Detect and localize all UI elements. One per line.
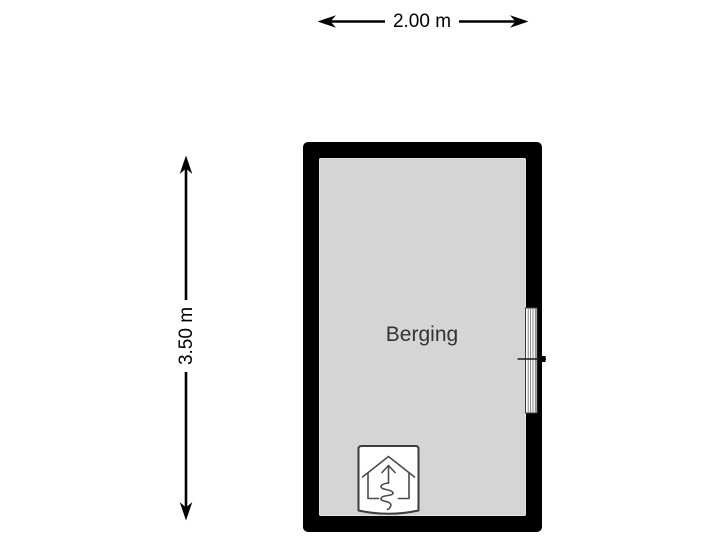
width-dimension-label: 2.00 m <box>385 9 459 35</box>
height-dimension-label: 3.50 m <box>173 299 200 372</box>
room-label: Berging <box>385 323 459 346</box>
room-floor <box>319 158 526 516</box>
